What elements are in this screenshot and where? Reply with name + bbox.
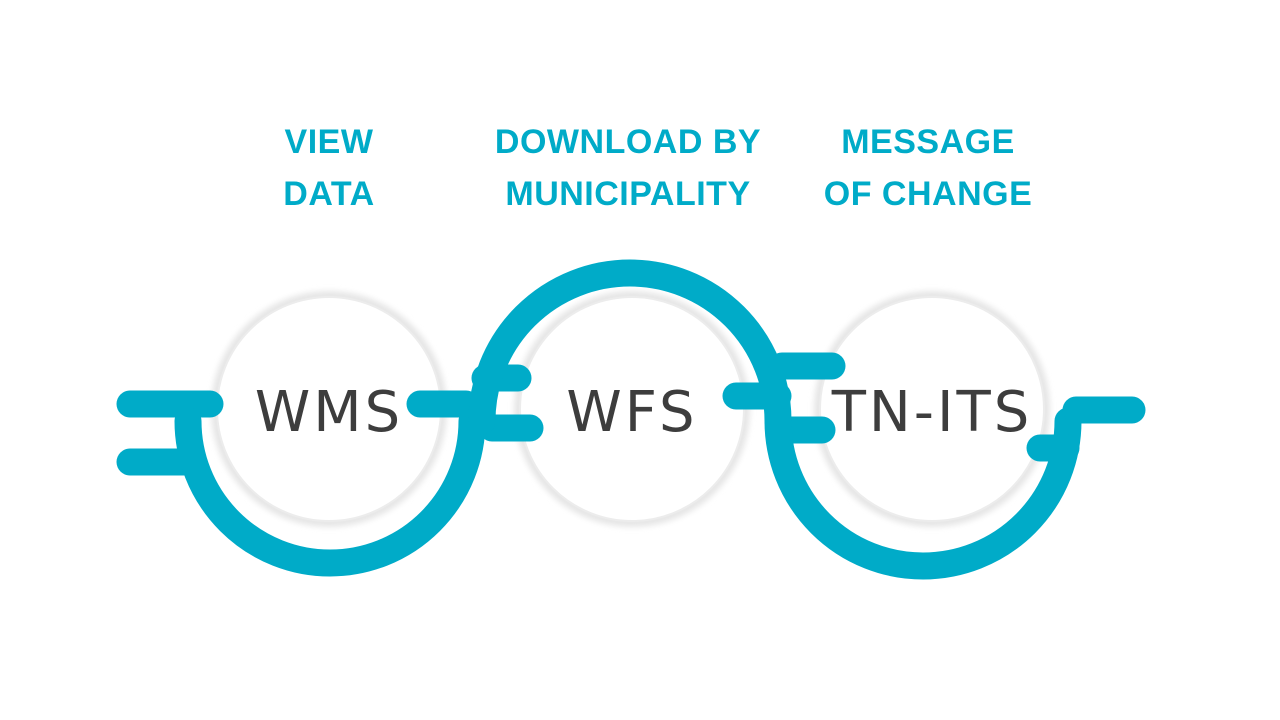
service-heading-line: VIEW [284,123,374,161]
arc-under-tnits [764,407,1082,580]
service-heading-line: DOWNLOAD BY [494,123,762,161]
arc-under-wms [174,407,486,577]
service-label-wfs: WFS [566,380,698,445]
service-label-wms: WMS [254,380,404,445]
service-label-tnits: TN-ITS [831,380,1033,445]
service-heading-view-data: VIEW DATA [229,116,429,220]
service-heading-message: MESSAGE OF CHANGE [788,116,1068,220]
service-circle-tnits [819,296,1045,522]
service-heading-line: OF CHANGE [823,175,1033,213]
service-heading-line: DATA [283,175,375,213]
service-heading-line: MUNICIPALITY [505,175,751,213]
service-heading-download: DOWNLOAD BY MUNICIPALITY [478,116,778,220]
arc-over-wfs [468,259,792,435]
service-heading-line: MESSAGE [841,123,1015,161]
pipe-connector [116,259,1146,580]
